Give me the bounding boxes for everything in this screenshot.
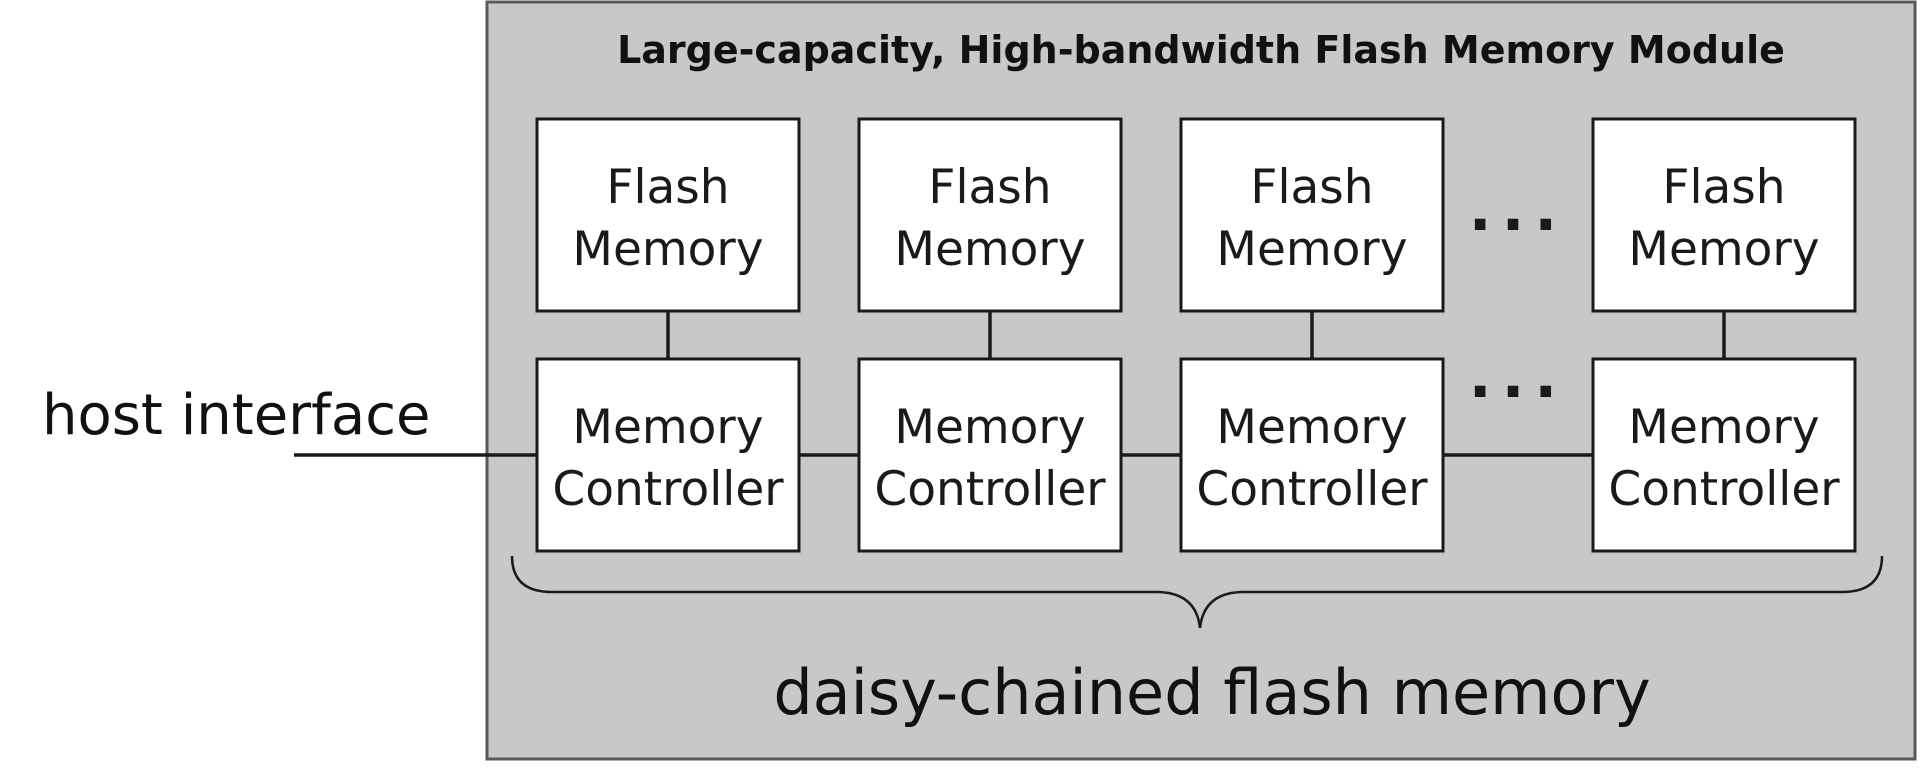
memory-controller-box [535, 357, 801, 553]
flash-memory-label-line1: Flash [1250, 160, 1373, 215]
node-2: Flash Memory Memory Controller [857, 117, 1123, 553]
memory-controller-label-line1: Memory [894, 400, 1085, 455]
memory-controller-box [1179, 357, 1445, 553]
flash-memory-box [535, 117, 801, 313]
flash-memory-label-line2: Memory [572, 222, 763, 277]
memory-controller-label-line2: Controller [1608, 462, 1840, 517]
memory-controller-box [857, 357, 1123, 553]
node-4: Flash Memory Memory Controller [1591, 117, 1857, 553]
memory-controller-label-line1: Memory [1628, 400, 1819, 455]
node-3: Flash Memory Memory Controller [1179, 117, 1445, 553]
memory-controller-label-line1: Memory [1216, 400, 1407, 455]
memory-controller-box [1591, 357, 1857, 553]
flash-memory-box [1179, 117, 1445, 313]
daisy-chain-label: daisy-chained flash memory [773, 656, 1650, 729]
node-1: Flash Memory Memory Controller [535, 117, 801, 553]
flash-memory-label-line2: Memory [1216, 222, 1407, 277]
flash-memory-label-line1: Flash [1662, 160, 1785, 215]
flash-memory-label-line2: Memory [1628, 222, 1819, 277]
ellipsis-flash-row: ··· [1469, 190, 1567, 260]
memory-controller-label-line2: Controller [552, 462, 784, 517]
memory-controller-label-line2: Controller [1196, 462, 1428, 517]
flash-memory-box [1591, 117, 1857, 313]
ellipsis-controller-row: ··· [1469, 357, 1567, 427]
memory-controller-label-line2: Controller [874, 462, 1106, 517]
flash-memory-label-line2: Memory [894, 222, 1085, 277]
flash-memory-label-line1: Flash [606, 160, 729, 215]
flash-memory-box [857, 117, 1123, 313]
memory-controller-label-line1: Memory [572, 400, 763, 455]
flash-memory-label-line1: Flash [928, 160, 1051, 215]
host-interface-label: host interface [42, 383, 430, 448]
module-title: Large-capacity, High-bandwidth Flash Mem… [617, 28, 1785, 72]
daisy-chain-brace [510, 555, 1884, 629]
